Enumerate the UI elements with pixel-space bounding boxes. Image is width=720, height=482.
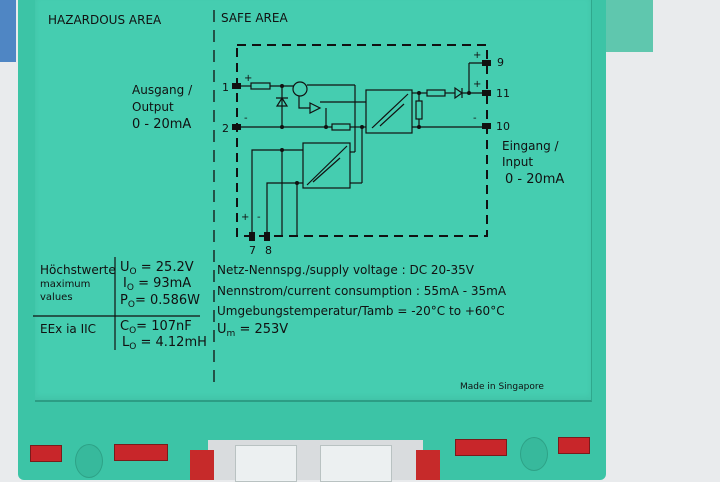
protection-class: EEx ia IIC — [40, 322, 97, 336]
latch-slot[interactable] — [30, 445, 62, 462]
adjacent-module-right — [600, 0, 653, 52]
latch-slot[interactable] — [455, 439, 507, 456]
terminal-9: 9 — [497, 56, 504, 69]
latch-foot — [416, 450, 440, 480]
output-label-en: Output — [132, 100, 174, 114]
latch-foot — [190, 450, 214, 480]
front-label-panel — [35, 0, 592, 402]
safe-area-heading: SAFE AREA — [221, 11, 288, 25]
transparent-clip — [320, 445, 392, 482]
input-label-de: Eingang / — [502, 139, 559, 153]
hazardous-area-heading: HAZARDOUS AREA — [48, 13, 162, 27]
max-values-title-de: Höchstwerte — [40, 263, 116, 277]
made-in-label: Made in Singapore — [460, 382, 544, 392]
input-range: 0 - 20mA — [505, 172, 565, 187]
po-value: PO= 0.586W — [120, 293, 201, 310]
terminal-2: 2 — [222, 122, 229, 135]
io-value: IO = 93mA — [123, 276, 192, 293]
output-label-de: Ausgang / — [132, 83, 193, 97]
input-label-en: Input — [502, 155, 534, 169]
um-value: Um = 253V — [217, 322, 289, 339]
polarity-plus: + — [473, 79, 482, 90]
latch-slot[interactable] — [114, 444, 168, 461]
device-boundary — [236, 44, 488, 237]
max-values-title-en: maximum — [40, 279, 91, 290]
power-converter — [302, 142, 351, 189]
terminal-7: 7 — [249, 244, 256, 257]
polarity-minus: - — [257, 212, 261, 223]
amplifier — [309, 102, 322, 114]
adjacent-module — [0, 0, 16, 62]
screw-recess — [520, 437, 548, 471]
polarity-plus: + — [473, 50, 482, 61]
supply-voltage: Netz-Nennspg./supply voltage : DC 20-35V — [217, 263, 474, 277]
output-range: 0 - 20mA — [132, 117, 192, 132]
ambient-temperature: Umgebungstemperatur/Tamb = -20°C to +60°… — [217, 304, 505, 318]
current-consumption: Nennstrom/current consumption : 55mA - 3… — [217, 284, 507, 298]
polarity-minus: - — [244, 113, 248, 124]
polarity-minus: - — [473, 113, 477, 124]
terminal-8: 8 — [265, 244, 272, 257]
isolator-converter — [365, 89, 413, 134]
polarity-plus: + — [241, 212, 250, 223]
screw-recess — [75, 444, 103, 478]
max-values-title-en: values — [40, 292, 73, 303]
transparent-clip — [235, 445, 297, 482]
terminal-1: 1 — [222, 81, 229, 94]
co-value: CO= 107nF — [120, 319, 192, 336]
terminal-11: 11 — [496, 87, 510, 100]
zener-diode — [275, 96, 289, 107]
terminal-10: 10 — [496, 120, 510, 133]
lo-value: LO = 4.12mH — [122, 335, 207, 352]
polarity-plus: + — [244, 73, 253, 84]
latch-slot[interactable] — [558, 437, 590, 454]
transistor — [292, 81, 308, 97]
uo-value: UO = 25.2V — [120, 260, 194, 277]
